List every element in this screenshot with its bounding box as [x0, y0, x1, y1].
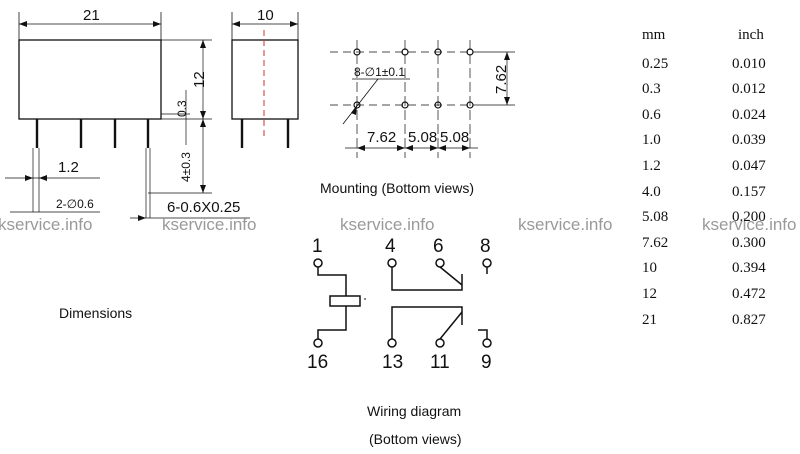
dim-pitch-a: 7.62: [367, 129, 396, 146]
table-cell: 10: [642, 260, 657, 277]
pin-label: 6: [433, 236, 444, 257]
mounting-caption: Mounting (Bottom views): [320, 180, 475, 196]
wiring-caption-sub: (Bottom views): [369, 431, 462, 447]
dim-pitch-c: 5.08: [440, 129, 469, 146]
table-cell: 0.024: [732, 106, 766, 123]
table-cell: 7.62: [642, 234, 669, 251]
watermark: kservice.info: [162, 215, 256, 234]
watermark: kservice.info: [518, 215, 612, 234]
table-cell: 1.2: [642, 158, 661, 174]
watermark: kservice.info: [702, 215, 796, 234]
table-cell: 12: [642, 286, 657, 302]
dim-width: 10: [257, 7, 274, 24]
table-cell: 4.0: [642, 183, 661, 200]
watermark: kservice.info: [340, 215, 434, 234]
dim-gap: 0.3: [175, 100, 189, 117]
dim-pin-length: 4±0.3: [179, 152, 193, 182]
table-cell: 1.0: [642, 132, 661, 149]
pin-label: 11: [430, 352, 450, 373]
dim-pin-size: 6-0.6X0.25: [167, 199, 240, 216]
dim-length: 21: [83, 7, 100, 24]
wiring-caption: Wiring diagram: [367, 403, 462, 419]
dim-pin-diameter: 2-∅0.6: [56, 197, 94, 211]
table-cell: 0.300: [732, 234, 766, 251]
watermark: kservice.info: [0, 215, 92, 234]
pin-label: 16: [307, 352, 328, 373]
pin-label: 13: [382, 352, 403, 373]
dim-height: 12: [191, 71, 208, 88]
table-cell: 0.200: [732, 209, 766, 226]
dim-pin-pitch: 1.2: [58, 159, 79, 176]
table-cell: 0.039: [732, 132, 766, 149]
pin-label: 9: [481, 352, 492, 373]
table-cell: 0.394: [732, 260, 766, 277]
table-header-cell: inch: [738, 27, 764, 43]
dimensions-caption: Dimensions: [59, 305, 133, 321]
table-cell: 0.472: [732, 286, 766, 302]
table-header-cell: mm: [642, 27, 666, 43]
wiring-diagram: [313, 258, 492, 348]
table-cell: 0.012: [732, 81, 766, 98]
table-cell: 0.3: [642, 81, 661, 98]
table-cell: 0.6: [642, 106, 661, 123]
pin-label: 4: [385, 236, 396, 257]
dim-row-pitch: 7.62: [493, 65, 510, 94]
table-cell: 0.047: [732, 158, 766, 174]
end-view: [231, 12, 299, 148]
table-cell: 21: [642, 311, 657, 328]
table-cell: 0.827: [732, 311, 766, 328]
table-cell: 0.25: [642, 55, 669, 72]
mounting-diagram: [330, 40, 515, 158]
dim-pitch-b: 5.08: [408, 129, 437, 146]
table-cell: 5.08: [642, 209, 669, 226]
table-cell: 0.157: [732, 183, 766, 200]
side-view: [5, 12, 250, 221]
pin-label: 1: [312, 236, 323, 257]
pin-label: 8: [480, 236, 491, 257]
table-cell: 0.010: [732, 55, 766, 72]
dim-hole: 8-∅1±0.1: [354, 65, 405, 79]
